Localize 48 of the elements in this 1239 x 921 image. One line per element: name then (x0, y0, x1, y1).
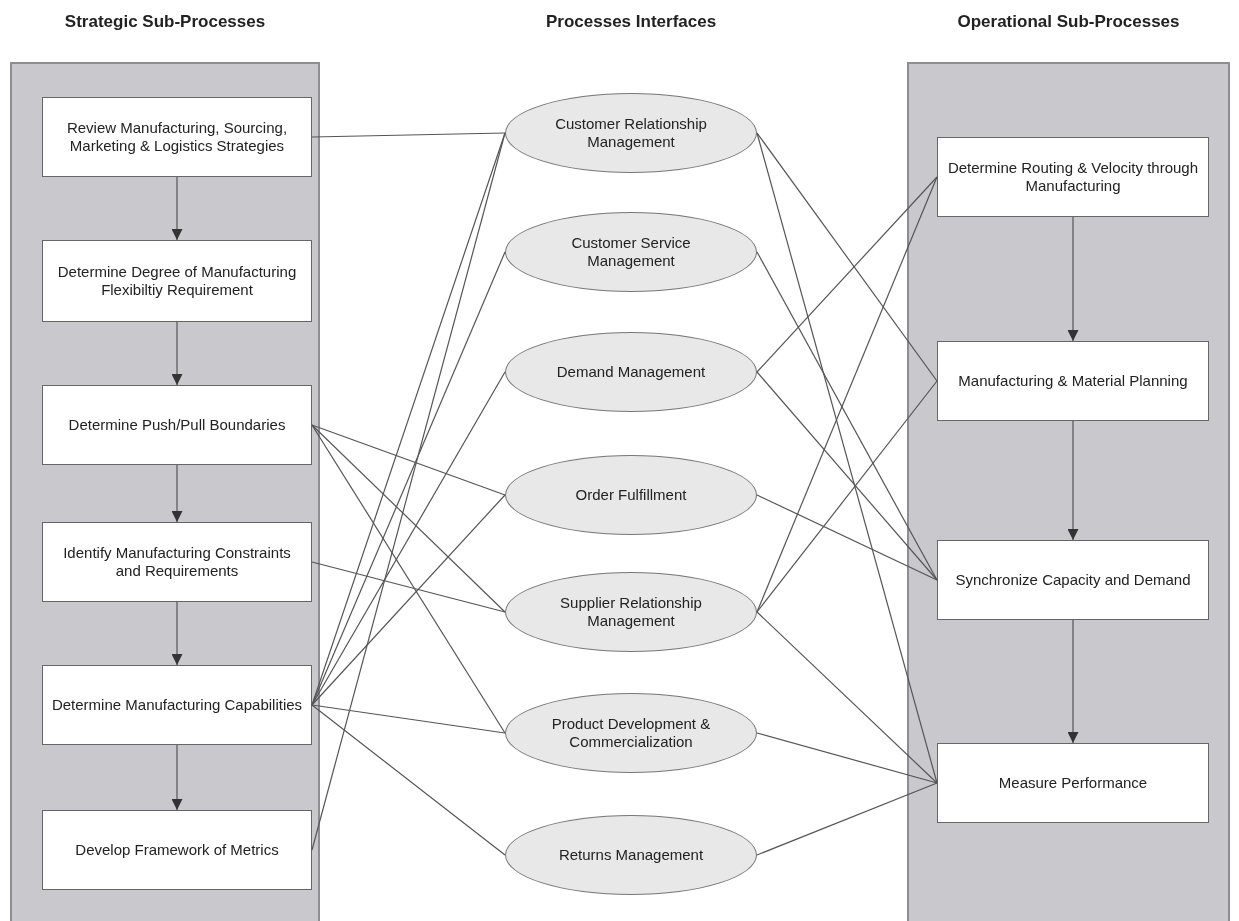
connector-line (311, 424, 506, 613)
connector-line (756, 132, 938, 784)
connector-line (756, 732, 938, 784)
process-box: Identify Manufacturing Constraints and Requirements (42, 522, 312, 602)
arrow (1067, 216, 1079, 342)
process-box: Review Manufacturing, Sourcing, Marketing & Logistics Strategies (42, 97, 312, 177)
connector-line (756, 371, 938, 581)
process-box: Determine Degree of Manufacturing Flexibiltiy Requirement (42, 240, 312, 322)
connector-line (756, 176, 938, 613)
connector-line (311, 132, 506, 138)
connector-line (756, 380, 938, 613)
process-box: Develop Framework of Metrics (42, 810, 312, 890)
arrow (171, 321, 183, 386)
connector-line (311, 704, 506, 734)
arrow (171, 744, 183, 811)
arrow (1067, 619, 1079, 744)
interface-ellipse: Demand Management (505, 332, 757, 412)
connector-line (311, 561, 506, 613)
interface-ellipse: Supplier Relationship Management (505, 572, 757, 652)
connector-line (756, 494, 938, 581)
connector-line (311, 424, 506, 496)
process-box: Determine Push/Pull Boundaries (42, 385, 312, 465)
arrow (1067, 420, 1079, 541)
connector-line (311, 494, 506, 706)
arrow (171, 176, 183, 241)
process-box: Synchronize Capacity and Demand (937, 540, 1209, 620)
process-box: Measure Performance (937, 743, 1209, 823)
connector-line (756, 176, 938, 373)
connector-line (756, 132, 938, 382)
connector-line (756, 782, 938, 856)
connector-line (311, 251, 506, 706)
arrow (171, 601, 183, 666)
column-heading: Operational Sub-Processes (956, 12, 1181, 32)
interface-ellipse: Product Development & Commercialization (505, 693, 757, 773)
column-heading: Strategic Sub-Processes (63, 12, 267, 32)
connector-line (311, 132, 506, 851)
column-heading: Processes Interfaces (546, 12, 717, 32)
connector-line (311, 704, 506, 856)
interface-ellipse: Order Fulfillment (505, 455, 757, 535)
process-box: Manufacturing & Material Planning (937, 341, 1209, 421)
connector-line (756, 611, 938, 784)
process-box: Determine Manufacturing Capabilities (42, 665, 312, 745)
connector-line (311, 424, 506, 734)
arrow (171, 464, 183, 523)
interface-ellipse: Returns Management (505, 815, 757, 895)
process-box: Determine Routing & Velocity through Manufacturing (937, 137, 1209, 217)
interface-ellipse: Customer Service Management (505, 212, 757, 292)
interface-ellipse: Customer Relationship Management (505, 93, 757, 173)
